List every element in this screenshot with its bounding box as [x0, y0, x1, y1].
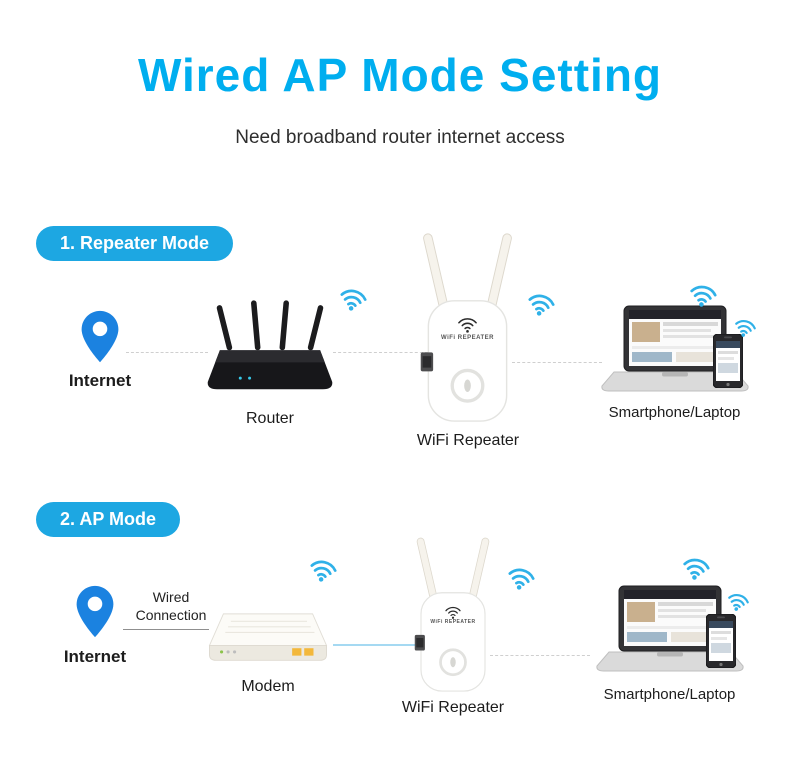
smartphone-image-2 — [706, 614, 736, 668]
repeater-brand-text-1: WiFi REPEATER — [440, 335, 494, 341]
smartphone-image-1 — [713, 334, 743, 388]
connector-wired — [123, 629, 209, 630]
page-title: Wired AP Mode Setting — [137, 49, 663, 101]
repeater-body-1 — [415, 230, 520, 426]
internet-pin-icon — [75, 585, 115, 638]
wired-connection-label: Wired Connection — [125, 588, 217, 624]
wifi-signal-icon — [686, 281, 720, 311]
connector-repeater-clients-2 — [490, 655, 590, 656]
modem-label: Modem — [241, 678, 295, 695]
wifi-signal-icon — [679, 554, 713, 584]
repeater-brand-text-2: WiFi REPEATER — [430, 619, 476, 625]
repeater-image-1: WiFi REPEATER — [415, 230, 520, 426]
repeater-image-2: WiFi REPEATER — [410, 535, 496, 695]
wifi-signal-icon — [306, 555, 341, 586]
internet-label-1: Internet — [68, 371, 132, 390]
repeater-body-2 — [410, 535, 496, 695]
wifi-signal-icon — [336, 284, 371, 315]
connector-internet-router — [126, 352, 208, 353]
repeater-label-2: WiFi Repeater — [401, 699, 505, 716]
connector-repeater-clients — [512, 362, 602, 363]
section1-badge: 1. Repeater Mode — [36, 226, 234, 261]
wifi-signal-icon — [504, 563, 539, 594]
router-label: Router — [245, 410, 295, 427]
router-image — [205, 300, 335, 395]
modem-image — [203, 610, 333, 666]
internet-pin-icon — [80, 310, 120, 363]
clients-label-2: Smartphone/Laptop — [603, 686, 736, 703]
internet-label-2: Internet — [63, 647, 127, 666]
section2-badge: 2. AP Mode — [36, 502, 181, 537]
repeater-label-1: WiFi Repeater — [416, 432, 520, 449]
page-subtitle: Need broadband router internet access — [235, 127, 565, 148]
wifi-signal-icon — [524, 289, 559, 320]
wired-connection-line2: Connection — [135, 607, 207, 624]
connector-modem-repeater — [333, 644, 421, 646]
connector-router-repeater — [333, 352, 428, 353]
wired-connection-line1: Wired — [152, 589, 190, 605]
clients-label-1: Smartphone/Laptop — [608, 404, 741, 421]
